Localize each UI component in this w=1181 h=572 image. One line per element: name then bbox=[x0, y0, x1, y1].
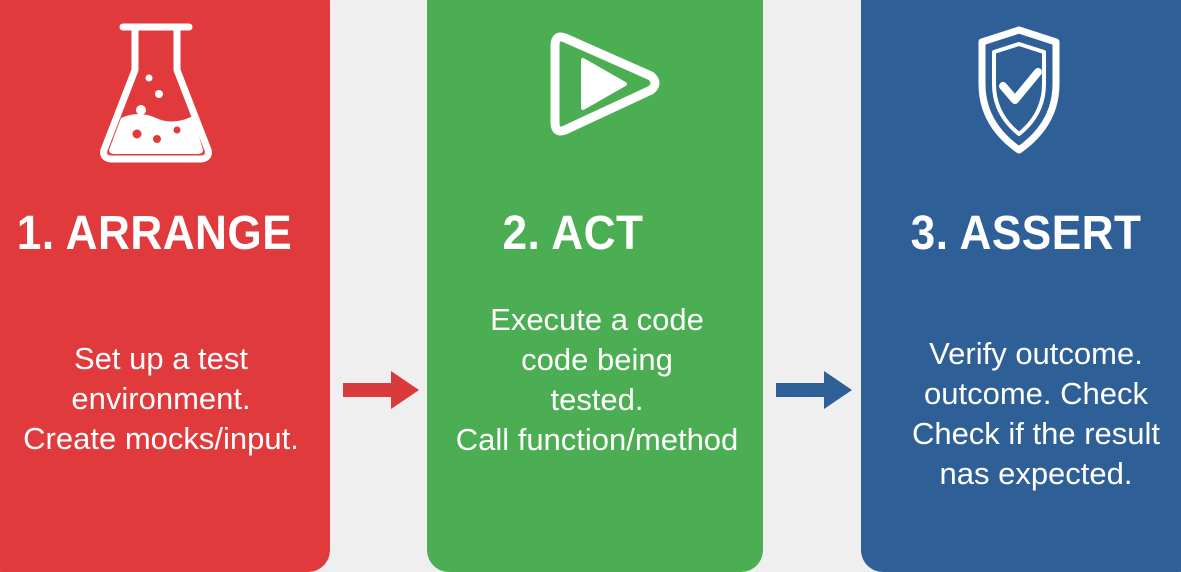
step-assert-panel: 3. ASSERT Verify outcome. outcome. Check… bbox=[861, 0, 1181, 572]
step-act-title: 2. ACT bbox=[502, 207, 644, 260]
description-line: Verify outcome. bbox=[929, 336, 1143, 371]
step-act-panel: 2. ACT Execute a code code being tested.… bbox=[427, 0, 763, 572]
step-act-description: Execute a code code being tested. Call f… bbox=[427, 300, 763, 460]
step-assert-title: 3. ASSERT bbox=[910, 207, 1142, 260]
description-line: environment. bbox=[71, 381, 251, 416]
step-arrange-panel: 1. ARRANGE Set up a test environment. Cr… bbox=[0, 0, 330, 572]
description-line: Check if the result bbox=[911, 416, 1161, 451]
description-line: Create mocks/input. bbox=[23, 421, 299, 456]
arrow-right-icon bbox=[776, 371, 852, 409]
description-line: outcome. Check bbox=[924, 376, 1148, 411]
description-line: Execute a code bbox=[490, 302, 704, 337]
description-line: Set up a test bbox=[73, 341, 249, 376]
shield-check-icon bbox=[978, 26, 1060, 154]
flask-icon bbox=[100, 23, 212, 163]
description-line: nas expected. bbox=[939, 456, 1133, 491]
description-line: tested. bbox=[550, 382, 644, 417]
step-assert-description: Verify outcome. outcome. Check Check if … bbox=[861, 334, 1181, 494]
description-line: Call function/method bbox=[455, 422, 739, 457]
description-line: code being bbox=[521, 342, 673, 377]
step-arrange-description: Set up a test environment. Create mocks/… bbox=[0, 339, 330, 459]
step-arrange-title: 1. ARRANGE bbox=[16, 207, 293, 260]
arrow-right-icon bbox=[343, 371, 419, 409]
play-icon bbox=[550, 32, 660, 136]
